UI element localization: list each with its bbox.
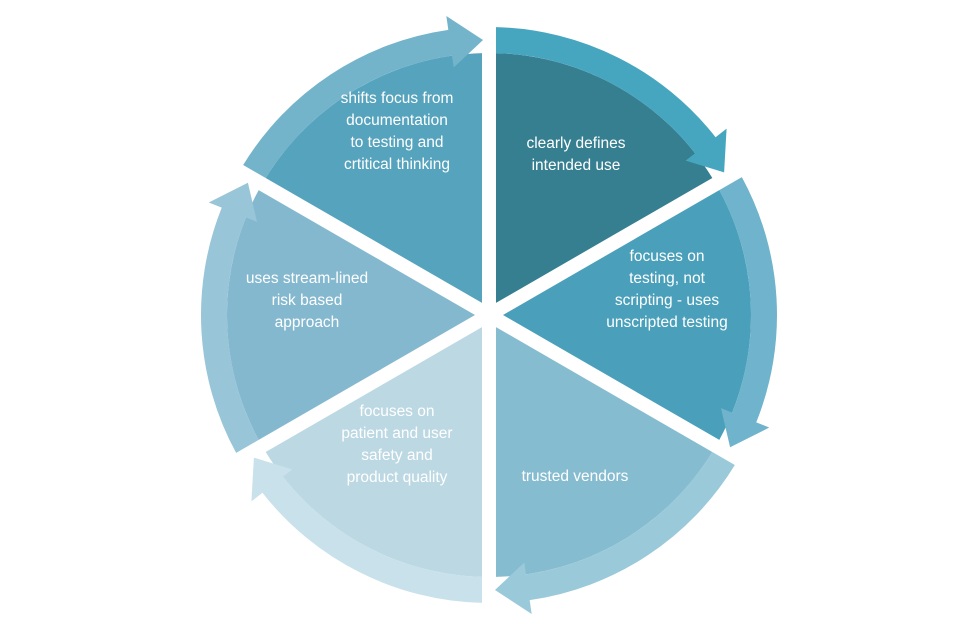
cycle-arrow-4 — [251, 457, 482, 603]
segment-label-line: focuses on — [360, 403, 435, 420]
cycle-wedge-3 — [496, 327, 713, 577]
segment-label-2: focuses on testing, not scripting - uses un… — [606, 248, 728, 331]
segment-label-5: uses stream-lined risk based approach — [246, 270, 368, 331]
cycle-arrow-2 — [719, 177, 777, 448]
segment-label-line: shifts focus from — [341, 90, 454, 107]
segment-label-line: safety and — [361, 447, 433, 464]
segment-label-6: shifts focus from documentation to testing… — [341, 90, 454, 173]
segment-label-line: testing, not — [629, 270, 706, 287]
cycle-wedge-5 — [226, 190, 475, 440]
segment-label-line: documentation — [346, 112, 448, 129]
segment-label-line: focuses on — [630, 248, 705, 265]
segment-label-line: clearly defines — [526, 135, 625, 152]
cycle-arrow-6 — [243, 16, 484, 178]
segment-label-line: unscripted testing — [606, 314, 728, 331]
segment-label-line: risk based — [272, 292, 343, 309]
segment-label-line: approach — [275, 314, 340, 331]
segment-label-1: clearly defines intended use — [526, 135, 625, 174]
segment-label-line: uses stream-lined — [246, 270, 368, 287]
segment-label-line: product quality — [347, 469, 448, 486]
cycle-wedge-6 — [265, 53, 482, 303]
cycle-wedge-4 — [265, 327, 482, 577]
segment-label-line: intended use — [532, 157, 621, 174]
segment-label-line: to testing and — [350, 134, 443, 151]
segment-label-line: crtitical thinking — [344, 156, 450, 173]
cycle-arrow-3 — [494, 452, 735, 614]
cycle-arrow-5 — [201, 182, 259, 453]
cycle-wedge-2 — [503, 190, 752, 440]
cycle-arrow-1 — [496, 27, 727, 173]
cycle-wedge-1 — [496, 53, 713, 303]
segment-label-4: focuses on patient and user safety and prod… — [341, 403, 452, 486]
segment-label-line: trusted vendors — [522, 468, 629, 485]
segment-label-3: trusted vendors — [522, 468, 629, 485]
segment-label-line: patient and user — [341, 425, 452, 442]
segment-label-line: scripting - uses — [615, 292, 719, 309]
